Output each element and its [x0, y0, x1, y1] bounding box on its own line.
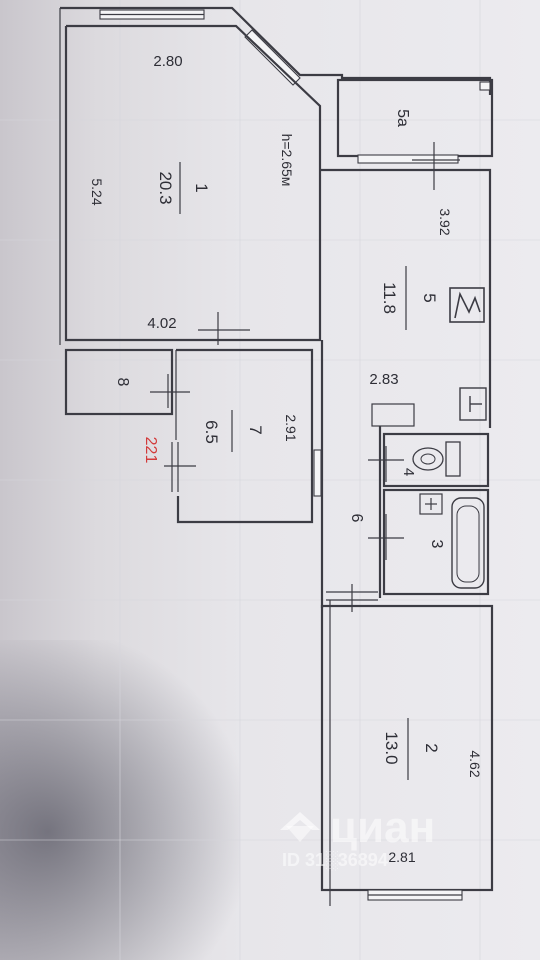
window-bay-room1: [244, 29, 301, 86]
room-1-dim-left: 5.24: [89, 178, 105, 205]
room-3-bath: [368, 488, 490, 596]
room-2-area: 13.0: [382, 731, 401, 764]
room-6-number: 6: [348, 514, 365, 523]
room-5a-number: 5а: [394, 109, 411, 127]
room-3-number: 3: [428, 540, 445, 549]
room-7-labels: 2.91 7 6.5: [202, 410, 299, 452]
room-2-dim-top: 4.62: [467, 750, 483, 777]
outer-walls: [59, 6, 492, 345]
bathtub-icon: [451, 497, 485, 589]
room-7-dim: 2.91: [283, 414, 299, 441]
room-1-dim-top: 2.80: [153, 53, 182, 70]
window-top-room1: [99, 9, 205, 20]
room-5-area: 11.8: [380, 282, 399, 314]
room-5-number: 5: [420, 293, 439, 302]
room-2-dim-bottom: 2.81: [388, 849, 415, 865]
watermark-brand: циан: [330, 803, 435, 852]
room-5-dim-mid: 2.83: [369, 371, 398, 388]
sink-icon: [459, 387, 487, 421]
room-5a-balcony: [336, 78, 494, 164]
room-1: [64, 24, 322, 345]
kitchen-counter: [371, 403, 415, 427]
room-2-labels: 4.62 2 13.0 2.81: [382, 718, 483, 865]
room-1-height: h=2.65м: [279, 134, 295, 187]
room-6-corridor: [320, 340, 382, 612]
room-1-number: 1: [192, 183, 211, 192]
room-1-dim-bottom: 4.02: [147, 315, 176, 332]
room-2-number: 2: [422, 743, 441, 752]
room-1-area: 20.3: [156, 171, 175, 204]
cian-logo-icon: [280, 812, 320, 842]
stove-icon: [449, 287, 485, 323]
room-5-dim-top: 3.92: [437, 208, 453, 235]
room-7-number: 7: [246, 425, 265, 434]
room-8: [64, 348, 190, 416]
room-8-number: 8: [114, 378, 131, 387]
watermark: циан ID 31░36894: [280, 803, 435, 871]
room-1-labels: 2.80 h=2.65м 1 20.3 5.24 4.02: [89, 53, 295, 332]
washbasin-icon: [419, 493, 443, 515]
room-5-kitchen: [320, 142, 492, 428]
stamp-number: 221: [142, 437, 159, 464]
watermark-id: ID 31░36894: [282, 850, 388, 871]
room-5-labels: 3.92 5 11.8 2.83: [369, 208, 453, 388]
room-7: [164, 348, 322, 524]
toilet-icon: [412, 441, 461, 477]
room-7-area: 6.5: [202, 420, 221, 444]
room-4-wc: [368, 432, 490, 488]
room-4-number: 4: [400, 468, 417, 476]
room-2: [320, 600, 494, 906]
